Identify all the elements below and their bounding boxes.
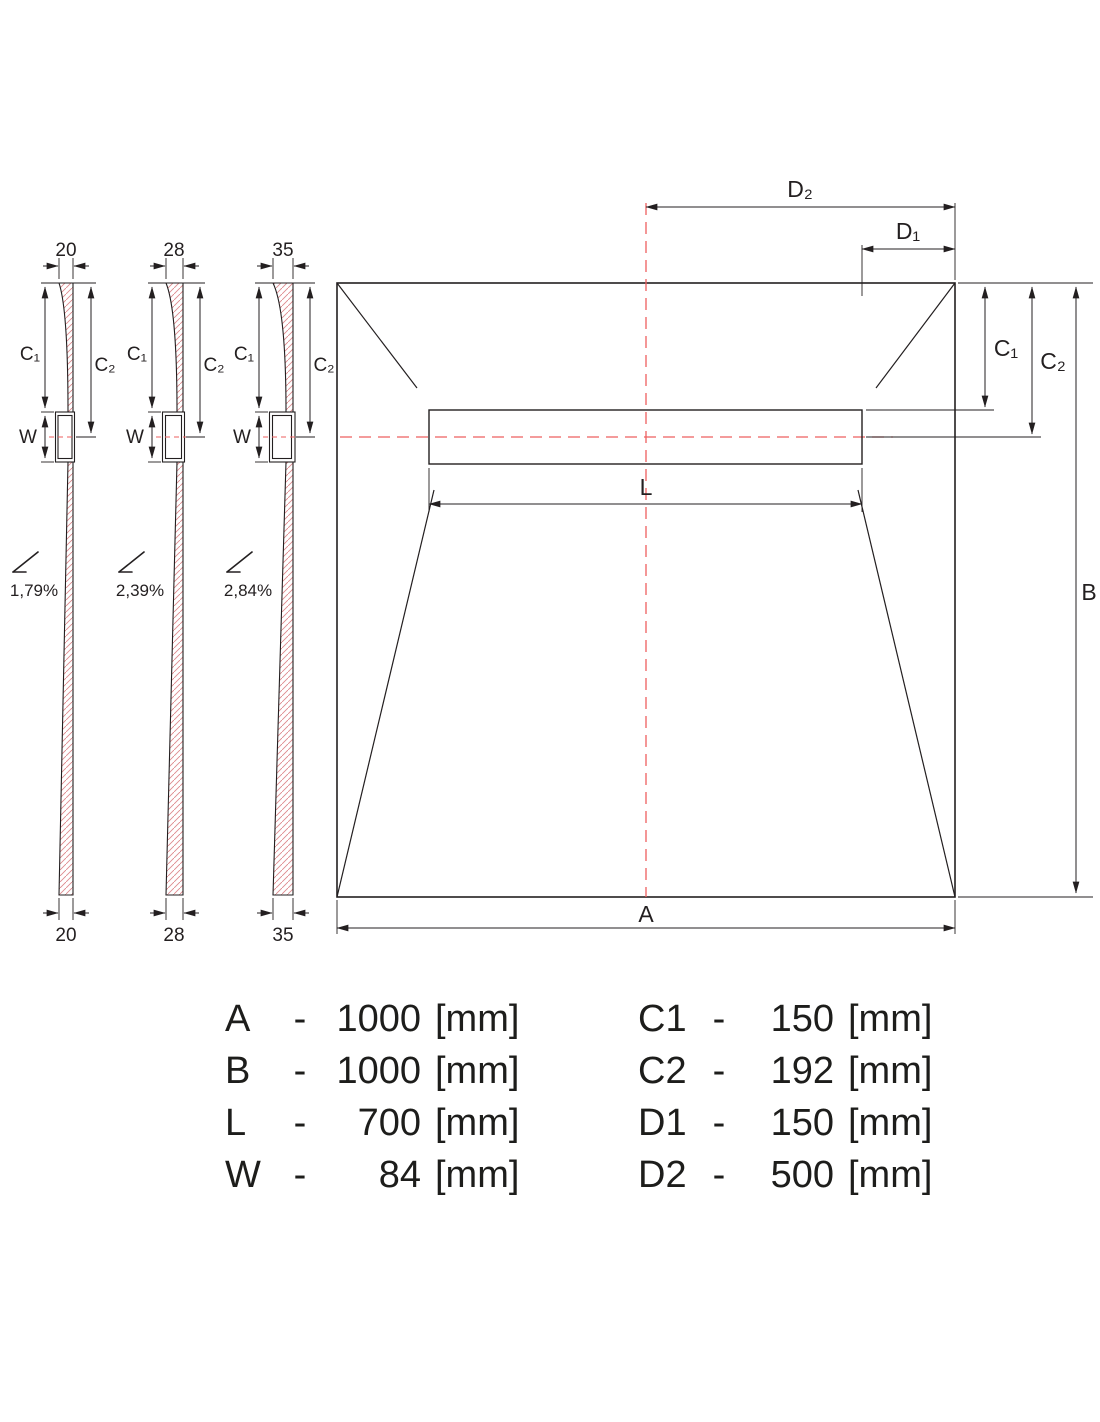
linear-drain (428, 409, 863, 465)
a-label: A (638, 901, 654, 927)
c2-label: C₂ (203, 355, 224, 376)
fold-line (857, 489, 956, 898)
cross-section-20: 20 C₁ C₂ W 1,79% 20 (10, 240, 116, 946)
table-row: D1 - 150 [mm] (638, 1102, 932, 1154)
table-row: C1 - 150 [mm] (638, 998, 932, 1050)
param-separator: - (712, 1050, 726, 1092)
slope-icon (118, 551, 145, 573)
d1-label: D₁ (896, 218, 921, 244)
table-row: B - 1000 [mm] (225, 1050, 519, 1102)
c2-label: C₂ (313, 355, 334, 376)
thickness-top-label: 20 (55, 240, 76, 261)
param-separator: - (712, 998, 726, 1040)
param-separator: - (293, 1050, 307, 1092)
thickness-bottom-label: 20 (55, 925, 76, 946)
param-value: 150 (770, 1102, 834, 1144)
param-unit: [mm] (848, 1154, 933, 1196)
param-value: 1000 (336, 1050, 421, 1092)
table-row: A - 1000 [mm] (225, 998, 519, 1050)
section-upper-wedge (272, 282, 294, 413)
w-label: W (19, 427, 37, 448)
section-lower-wedge (165, 461, 184, 896)
param-label: C1 (638, 998, 687, 1040)
table-row: W - 84 [mm] (225, 1154, 519, 1206)
section-lower-wedge (272, 461, 294, 896)
param-unit: [mm] (435, 1102, 520, 1144)
param-unit: [mm] (435, 1050, 520, 1092)
thickness-top-label: 28 (163, 240, 184, 261)
thickness-top-label: 35 (272, 240, 293, 261)
param-value: 500 (770, 1154, 834, 1196)
l-label: L (640, 474, 653, 500)
param-separator: - (293, 998, 307, 1040)
slope-value: 2,84% (224, 581, 272, 600)
table-row: L - 700 [mm] (225, 1102, 519, 1154)
slope-value: 2,39% (116, 581, 164, 600)
d2-label: D₂ (787, 176, 813, 202)
slope-icon (226, 551, 253, 573)
dimension-table-right: C1 - 150 [mm] C2 - 192 [mm] D1 - 150 [mm… (638, 998, 932, 1206)
c1-label: C₁ (994, 335, 1019, 361)
param-label: D2 (638, 1154, 687, 1196)
param-unit: [mm] (435, 998, 520, 1040)
cross-section-35: 35 C₁ C₂ W 2,84% 35 (224, 240, 335, 946)
section-upper-wedge (165, 282, 184, 413)
table-row: C2 - 192 [mm] (638, 1050, 932, 1102)
dimension-table: A - 1000 [mm] B - 1000 [mm] L - 700 [mm]… (0, 998, 1100, 1218)
cross-section-28: 28 C₁ C₂ W 2,39% 28 (116, 240, 225, 946)
param-separator: - (293, 1154, 307, 1196)
param-unit: [mm] (848, 998, 933, 1040)
param-value: 84 (378, 1154, 421, 1196)
c1-label: C₁ (20, 344, 40, 365)
slope-value: 1,79% (10, 581, 58, 600)
param-unit: [mm] (848, 1102, 933, 1144)
param-label: B (225, 1050, 251, 1092)
param-label: W (225, 1154, 261, 1196)
b-label: B (1081, 579, 1096, 605)
fold-line (336, 489, 435, 898)
param-unit: [mm] (435, 1154, 520, 1196)
table-row: D2 - 500 [mm] (638, 1154, 932, 1206)
plan-view: D₂ D₁ C₁ C₂ B L A (336, 176, 1097, 934)
fold-line (336, 282, 418, 389)
param-label: L (225, 1102, 247, 1144)
param-value: 150 (770, 998, 834, 1040)
param-label: D1 (638, 1102, 687, 1144)
c2-label: C₂ (1040, 348, 1066, 374)
param-value: 1000 (336, 998, 421, 1040)
c2-label: C₂ (94, 355, 115, 376)
section-lower-wedge (58, 461, 74, 896)
param-label: C2 (638, 1050, 687, 1092)
thickness-bottom-label: 28 (163, 925, 184, 946)
thickness-bottom-label: 35 (272, 925, 293, 946)
param-value: 192 (770, 1050, 834, 1092)
c1-label: C₁ (234, 344, 254, 365)
fold-line (875, 282, 956, 389)
w-label: W (126, 427, 144, 448)
section-upper-wedge (58, 282, 74, 413)
drawing-svg: 20 C₁ C₂ W 1,79% 20 28 (10, 176, 1097, 946)
slope-icon (12, 551, 39, 573)
dimension-table-left: A - 1000 [mm] B - 1000 [mm] L - 700 [mm]… (225, 998, 519, 1206)
param-label: A (225, 998, 251, 1040)
param-unit: [mm] (848, 1050, 933, 1092)
c1-label: C₁ (127, 344, 147, 365)
param-separator: - (712, 1102, 726, 1144)
param-separator: - (293, 1102, 307, 1144)
param-separator: - (712, 1154, 726, 1196)
param-value: 700 (357, 1102, 421, 1144)
w-label: W (233, 427, 251, 448)
